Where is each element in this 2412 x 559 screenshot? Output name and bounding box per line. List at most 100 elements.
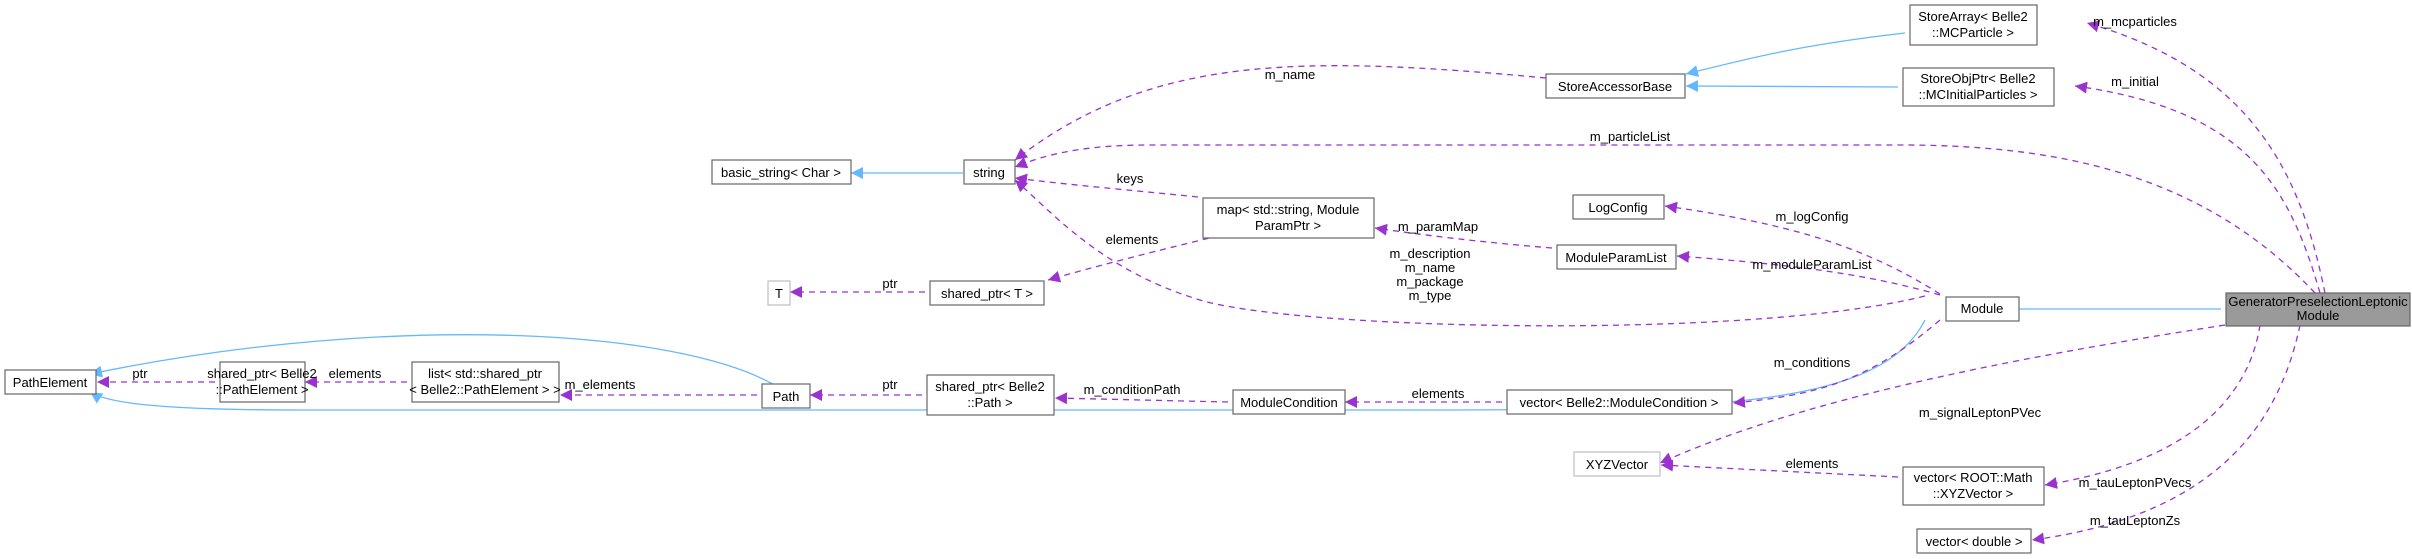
node-logconfig[interactable]: LogConfig: [1572, 194, 1665, 220]
label-m-conditions: m_conditions: [1774, 355, 1851, 370]
svg-text:shared_ptr< T >: shared_ptr< T >: [941, 286, 1033, 301]
label-m-parammap: m_paramMap: [1398, 219, 1478, 234]
svg-text:PathElement: PathElement: [13, 375, 88, 390]
svg-text:StoreAccessorBase: StoreAccessorBase: [1558, 79, 1672, 94]
label-keys: keys: [1117, 171, 1144, 186]
node-modulecondition[interactable]: ModuleCondition: [1232, 389, 1346, 415]
label-m-tauleptonpvecs: m_tauLeptonPVecs: [2079, 475, 2192, 490]
node-vector-modulecondition[interactable]: vector< Belle2::ModuleCondition >: [1506, 389, 1733, 415]
svg-text:StoreObjPtr< Belle2: StoreObjPtr< Belle2: [1920, 71, 2035, 86]
svg-text:ParamPtr >: ParamPtr >: [1255, 218, 1321, 233]
svg-text:map< std::string, Module: map< std::string, Module: [1217, 202, 1360, 217]
svg-text:T: T: [775, 286, 783, 301]
node-generator-preselection-leptonic-module[interactable]: GeneratorPreselectionLeptonic Module: [2225, 292, 2411, 327]
edge-storeobjptr-to-storeaccessorbase: [1685, 80, 1899, 93]
edge-m-signalleptonpvec: [1659, 324, 2226, 464]
edge-elements-map: [1047, 232, 1231, 283]
label-m-tauleptonzs: m_tauLeptonZs: [2090, 513, 2181, 528]
node-map-modulparamptr[interactable]: map< std::string, Module ParamPtr >: [1202, 197, 1375, 239]
edge-m-logconfig: [1664, 201, 1941, 295]
svg-text:shared_ptr< Belle2: shared_ptr< Belle2: [935, 379, 1045, 394]
edge-keys: [1014, 173, 1199, 198]
label-m-mcparticles: m_mcparticles: [2093, 14, 2177, 29]
svg-text:ModuleParamList: ModuleParamList: [1565, 250, 1667, 265]
label-m-type: m_type: [1409, 288, 1452, 303]
svg-text:shared_ptr< Belle2: shared_ptr< Belle2: [207, 366, 317, 381]
label-m-description: m_description: [1390, 246, 1471, 261]
node-list-pathelement[interactable]: list< std::shared_ptr < Belle2::PathElem…: [409, 361, 561, 403]
svg-text:string: string: [973, 165, 1005, 180]
edge-m-conditions: [1732, 319, 1941, 408]
svg-text:::MCInitialParticles >: ::MCInitialParticles >: [1919, 87, 2038, 102]
node-storearray-mcparticle[interactable]: StoreArray< Belle2 ::MCParticle >: [1909, 4, 2038, 46]
label-m-particlelist: m_particleList: [1590, 129, 1671, 144]
svg-text:ModuleCondition: ModuleCondition: [1240, 395, 1338, 410]
label-ptr-pathelement: ptr: [132, 366, 148, 381]
edge-m-particlelist: [1014, 144, 2316, 294]
svg-text:vector< Belle2::ModuleConditio: vector< Belle2::ModuleCondition >: [1520, 395, 1719, 410]
edge-m-tauleptonzs: [2031, 324, 2301, 545]
node-moduleparamlist[interactable]: ModuleParamList: [1556, 244, 1677, 270]
node-shared-ptr-path[interactable]: shared_ptr< Belle2 ::Path >: [926, 374, 1055, 416]
node-shared-ptr-t[interactable]: shared_ptr< T >: [929, 280, 1045, 306]
label-m-initial: m_initial: [2111, 74, 2159, 89]
node-xyzvector[interactable]: XYZVector: [1573, 451, 1661, 477]
usage-edges: [97, 20, 2326, 545]
label-m-name-2: m_name: [1405, 260, 1456, 275]
svg-text:vector< double >: vector< double >: [1926, 534, 2023, 549]
node-pathelement[interactable]: PathElement: [4, 369, 97, 395]
edge-path-to-pathelement: [89, 334, 786, 393]
label-m-conditionpath: m_conditionPath: [1084, 382, 1181, 397]
svg-text:LogConfig: LogConfig: [1588, 200, 1647, 215]
label-m-logconfig: m_logConfig: [1776, 209, 1849, 224]
edge-m-tauleptonpvecs: [2044, 324, 2261, 490]
edge-m-parammap: [1374, 223, 1553, 249]
node-storeobjptr-mcinitialparticles[interactable]: StoreObjPtr< Belle2 ::MCInitialParticles…: [1902, 67, 2055, 107]
label-ptr-path: ptr: [882, 377, 898, 392]
label-m-signalleptonpvec: m_signalLeptonPVec: [1919, 405, 2042, 420]
label-elements-list: elements: [329, 366, 382, 381]
svg-text:vector< ROOT::Math: vector< ROOT::Math: [1914, 470, 2033, 485]
nodes: GeneratorPreselectionLeptonic Module Mod…: [4, 4, 2411, 554]
label-m-moduleparamlist: m_moduleParamList: [1752, 257, 1872, 272]
svg-text:Module: Module: [2297, 308, 2340, 323]
edge-m-conditionpath: [1054, 392, 1229, 405]
label-m-elements: m_elements: [565, 377, 636, 392]
edge-labels: m_mcparticles m_initial m_name m_particl…: [132, 14, 2191, 528]
label-elements-xyz: elements: [1786, 456, 1839, 471]
node-storeaccessorbase[interactable]: StoreAccessorBase: [1545, 73, 1686, 99]
edge-m-moduleparamlist: [1676, 250, 1941, 296]
label-m-name: m_name: [1265, 67, 1316, 82]
node-vector-double[interactable]: vector< double >: [1916, 528, 2032, 554]
edge-m-description: [1014, 179, 1926, 327]
svg-text:GeneratorPreselectionLeptonic: GeneratorPreselectionLeptonic: [2228, 294, 2408, 309]
node-string[interactable]: string: [963, 159, 1016, 185]
svg-text:Path: Path: [773, 389, 800, 404]
label-elements-map: elements: [1106, 232, 1159, 247]
label-ptr-t: ptr: [882, 276, 898, 291]
edge-elements-xyz: [1660, 459, 1899, 478]
svg-text:::MCParticle >: ::MCParticle >: [1932, 25, 2014, 40]
label-m-description-group: m_description m_name m_package m_type: [1390, 246, 1471, 303]
inheritance-edges: [89, 32, 2221, 411]
node-vector-xyzvector[interactable]: vector< ROOT::Math ::XYZVector >: [1902, 466, 2045, 506]
svg-text:< Belle2::PathElement > >: < Belle2::PathElement > >: [409, 382, 560, 397]
edge-m-mcparticles: [2086, 20, 2326, 294]
node-basic-string[interactable]: basic_string< Char >: [711, 159, 852, 185]
svg-text:::PathElement >: ::PathElement >: [216, 382, 309, 397]
label-elements-condition: elements: [1412, 386, 1465, 401]
svg-text:list< std::shared_ptr: list< std::shared_ptr: [428, 366, 542, 381]
edge-storearray-to-storeaccessorbase: [1685, 32, 1906, 77]
node-path[interactable]: Path: [761, 383, 811, 409]
node-shared-ptr-pathelement[interactable]: shared_ptr< Belle2 ::PathElement >: [207, 361, 317, 403]
label-m-package: m_package: [1396, 274, 1463, 289]
svg-text:XYZVector: XYZVector: [1586, 457, 1649, 472]
svg-text:::XYZVector >: ::XYZVector >: [1933, 486, 2014, 501]
svg-text:StoreArray< Belle2: StoreArray< Belle2: [1918, 9, 2027, 24]
node-t[interactable]: T: [767, 280, 791, 306]
svg-text:Module: Module: [1961, 301, 2004, 316]
node-module[interactable]: Module: [1945, 296, 2020, 322]
svg-text:::Path >: ::Path >: [967, 395, 1012, 410]
svg-text:basic_string< Char >: basic_string< Char >: [721, 165, 841, 180]
